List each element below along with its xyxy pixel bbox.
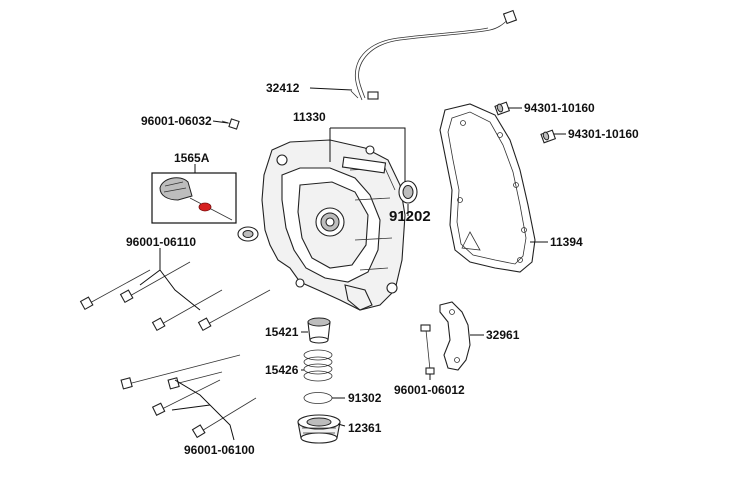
bolts-96001-06110 — [79, 261, 271, 332]
label-11394: 11394 — [550, 235, 583, 249]
label-91202: 91202 — [389, 208, 431, 225]
bolts-96001-06100 — [120, 354, 257, 439]
bolt-96001-06032 — [221, 118, 240, 130]
spring-15426 — [303, 349, 333, 382]
oil-gauge-1565A — [151, 172, 237, 224]
label-96001-06100: 96001-06100 — [184, 443, 255, 457]
cable-32412 — [350, 9, 518, 101]
label-15421: 15421 — [265, 325, 299, 339]
plate-32961 — [439, 301, 471, 371]
label-11330: 11330 — [293, 110, 326, 124]
crankcase-cover-11330 — [237, 139, 406, 311]
dowel-pin-94301-10160-b — [540, 129, 557, 144]
label-94301-10160-a: 94301-10160 — [524, 101, 595, 115]
label-15426: 15426 — [265, 363, 299, 377]
bolt-96001-06012 — [420, 324, 435, 375]
label-96001-06110: 96001-06110 — [126, 235, 196, 249]
label-12361: 12361 — [348, 421, 382, 435]
filter-cap-15421 — [307, 317, 331, 344]
leader-lines — [139, 87, 566, 441]
label-96001-06012: 96001-06012 — [394, 383, 465, 397]
dowel-pin-94301-10160-a — [494, 101, 511, 116]
oil-seal-91202 — [398, 180, 418, 204]
part-labels: 32412 11330 96001-06032 1565A 96001-0611… — [126, 81, 639, 457]
plug-12361 — [297, 414, 341, 444]
label-32412: 32412 — [266, 81, 300, 95]
label-96001-06032: 96001-06032 — [141, 114, 212, 128]
label-32961: 32961 — [486, 328, 520, 342]
label-1565A: 1565A — [174, 151, 210, 165]
o-ring-91302 — [303, 392, 333, 404]
label-94301-10160-b: 94301-10160 — [568, 127, 639, 141]
gasket-11394 — [439, 103, 536, 273]
label-91302: 91302 — [348, 391, 382, 405]
